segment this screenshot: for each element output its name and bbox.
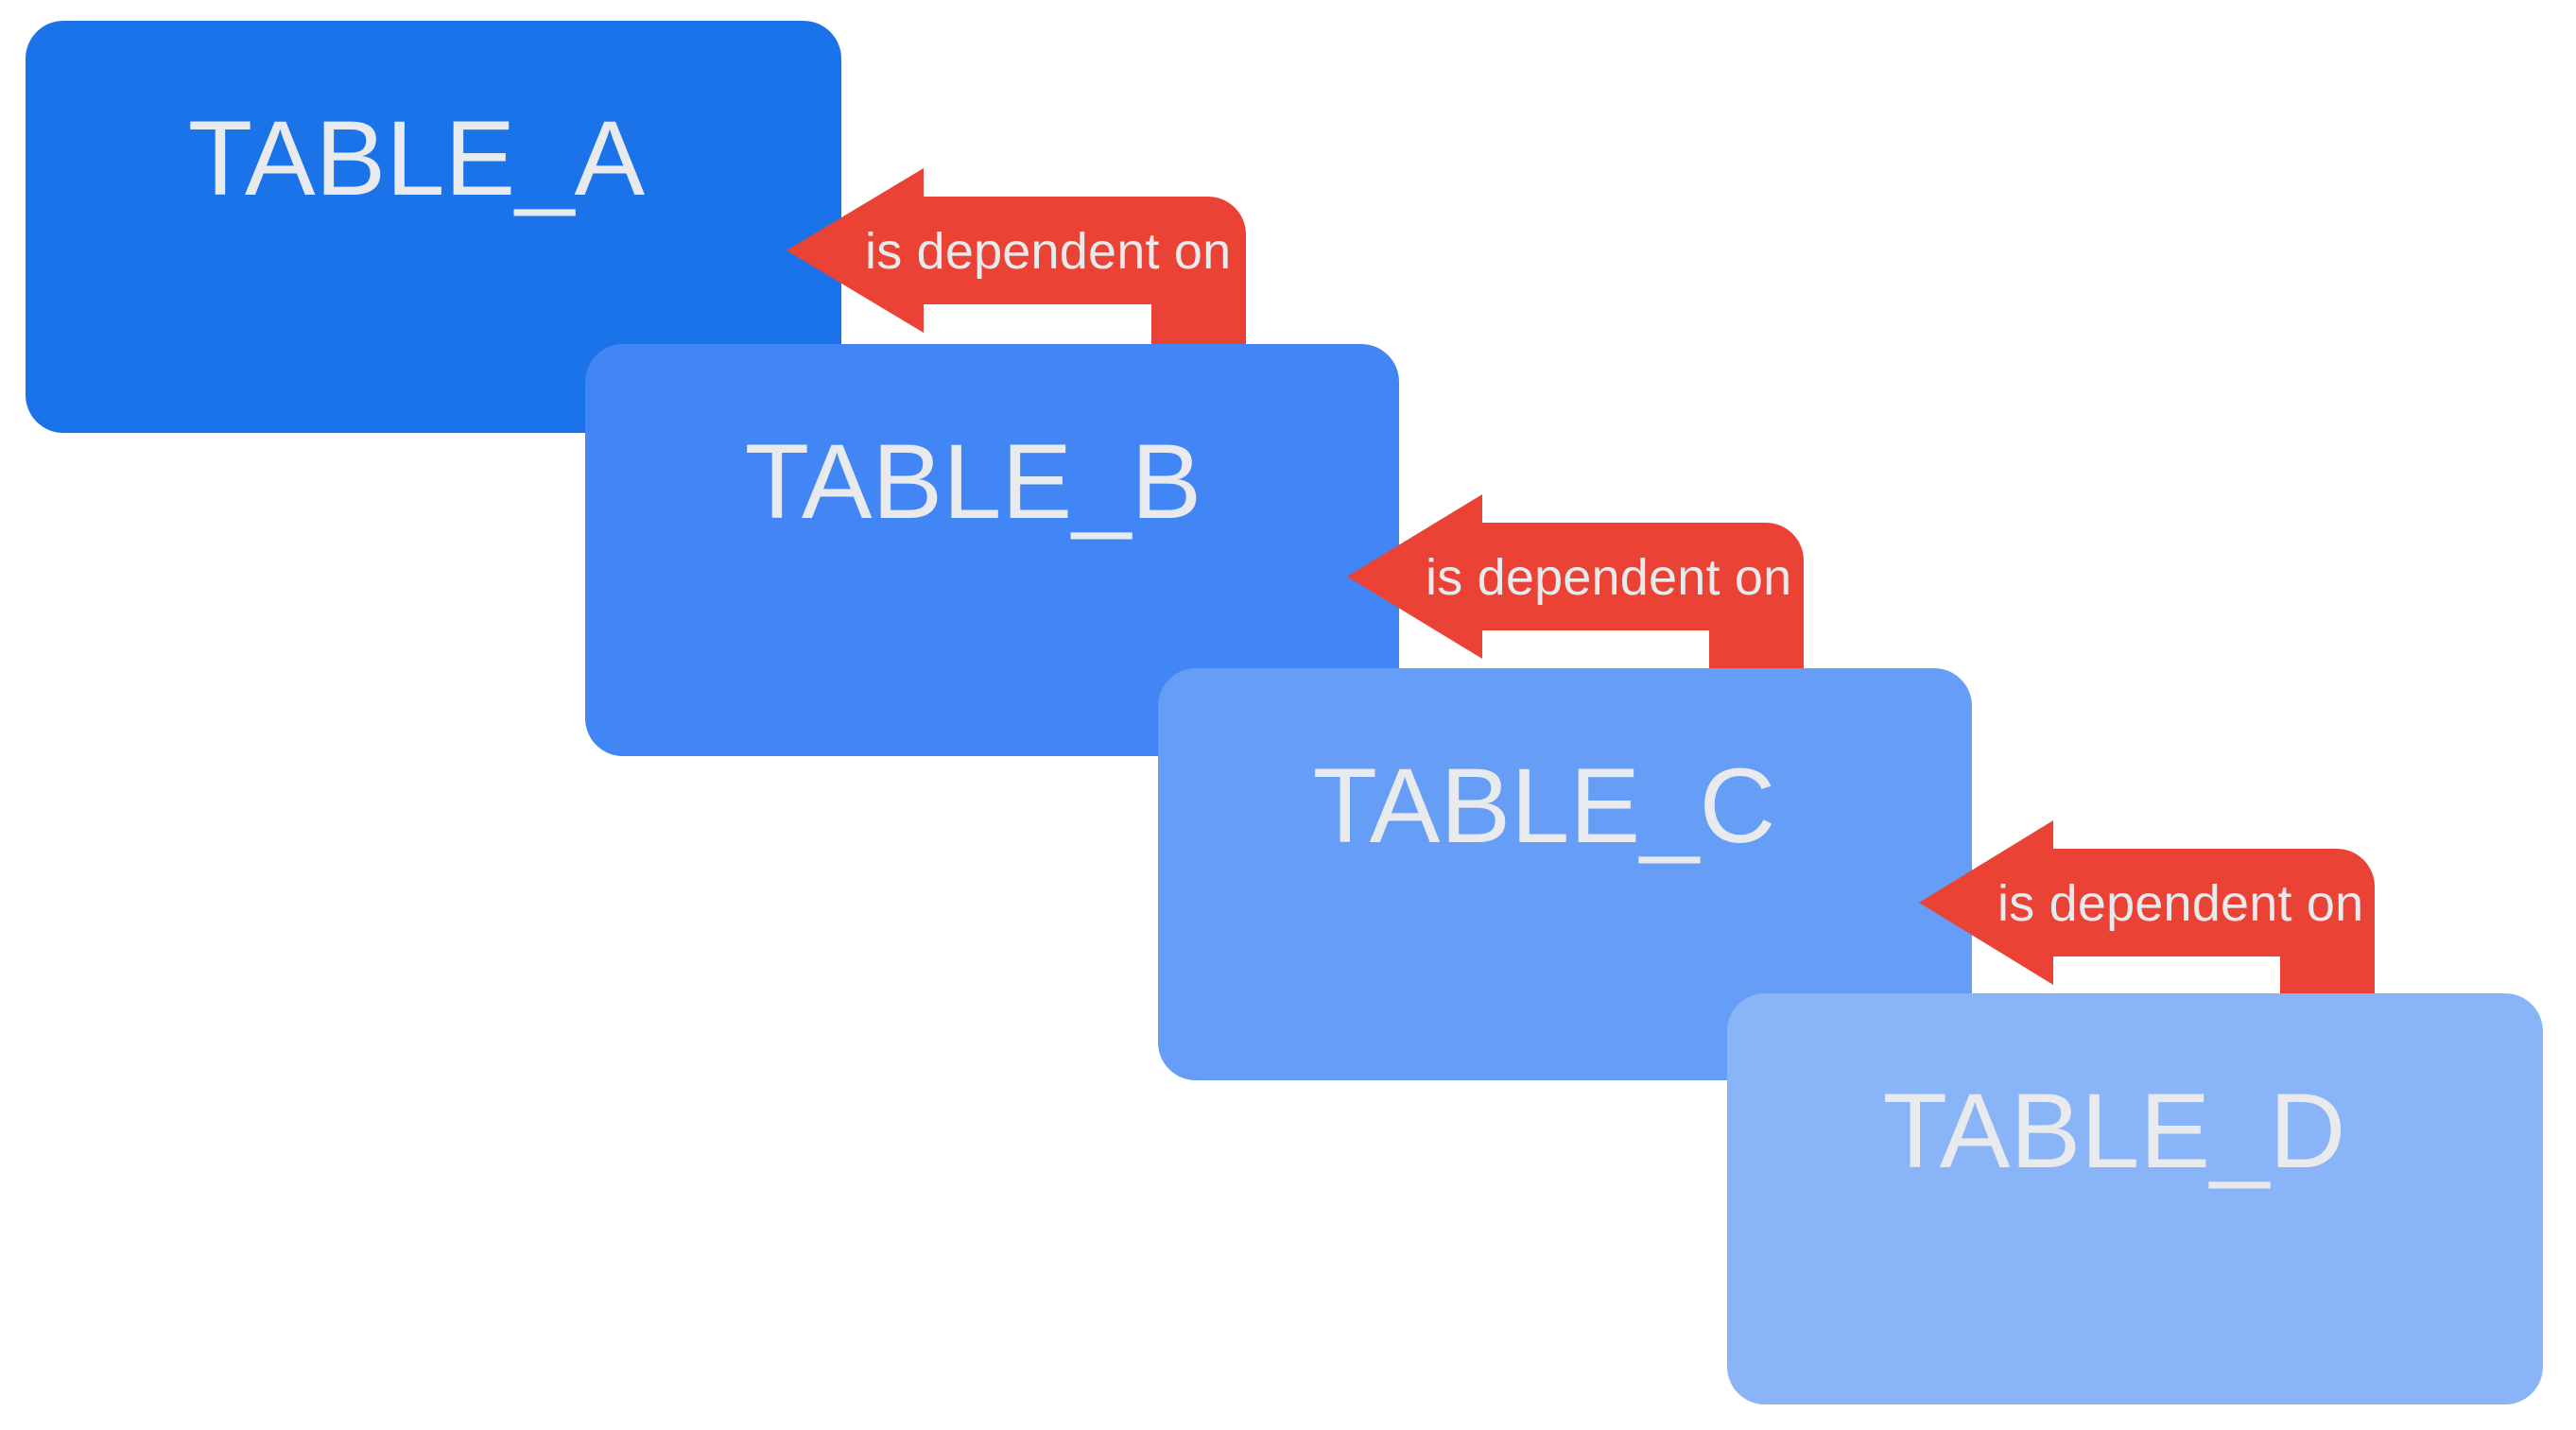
edge-label-c-d: is dependent on	[1997, 875, 2364, 932]
node-label-table-c: TABLE_C	[1312, 747, 1776, 865]
node-label-table-a: TABLE_A	[187, 99, 646, 217]
node-card-table-a[interactable]: TABLE_A	[26, 21, 841, 433]
edge-label-a-b: is dependent on	[865, 223, 1232, 280]
node-card-table-d[interactable]: TABLE_D	[1727, 993, 2543, 1404]
edge-label-b-c: is dependent on	[1426, 549, 1792, 606]
node-label-table-d: TABLE_D	[1882, 1071, 2346, 1190]
node-card-table-b[interactable]: TABLE_B	[585, 344, 1399, 756]
node-label-table-b: TABLE_B	[744, 422, 1202, 541]
